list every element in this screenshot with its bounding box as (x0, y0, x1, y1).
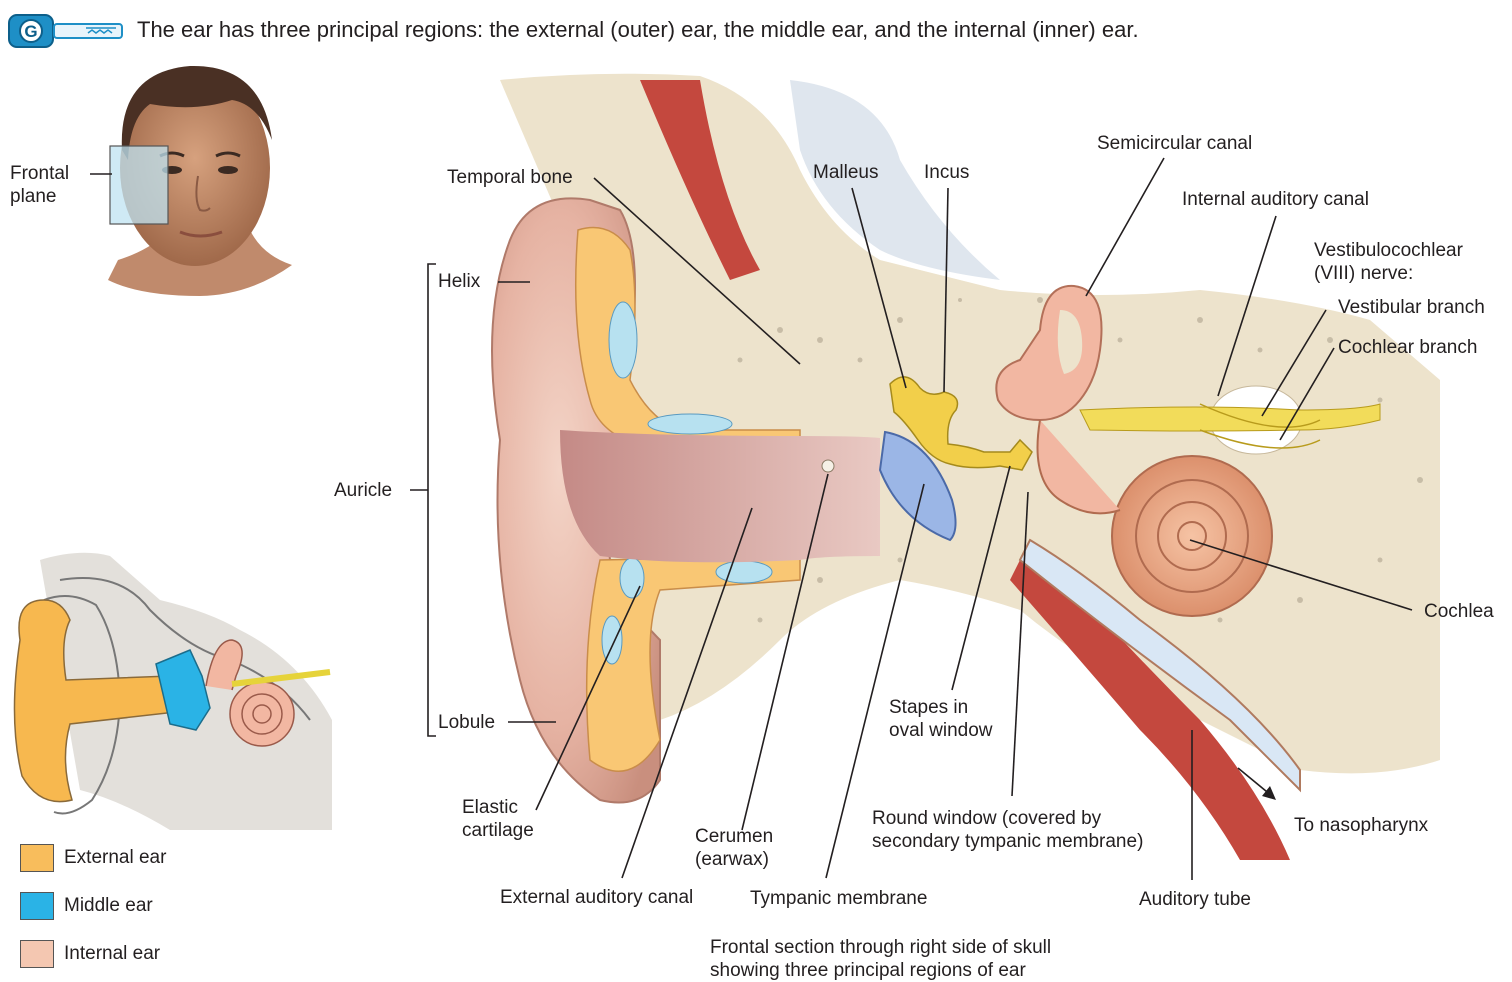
label-malleus: Malleus (813, 161, 878, 184)
legend-label: External ear (64, 847, 166, 869)
legend-label: Middle ear (64, 895, 153, 917)
legend-swatch-middle (20, 892, 54, 920)
label-internal-auditory-canal: Internal auditory canal (1182, 188, 1369, 211)
legend-label: Internal ear (64, 943, 160, 965)
key-concept-icon: G (8, 14, 126, 48)
legend-item-middle-ear: Middle ear (20, 892, 153, 920)
label-cerumen: Cerumen(earwax) (695, 825, 773, 871)
label-to-nasopharynx: To nasopharynx (1294, 814, 1428, 837)
label-auricle: Auricle (334, 479, 392, 502)
figure-caption: Frontal section through right side of sk… (710, 936, 1051, 982)
label-cochlear-branch: Cochlear branch (1338, 336, 1477, 359)
label-auditory-tube: Auditory tube (1139, 888, 1251, 911)
legend-item-internal-ear: Internal ear (20, 940, 160, 968)
legend-item-external-ear: External ear (20, 844, 166, 872)
legend-swatch-external (20, 844, 54, 872)
label-helix: Helix (438, 270, 480, 293)
legend-swatch-internal (20, 940, 54, 968)
label-semicircular-canal: Semicircular canal (1097, 132, 1252, 155)
label-vestibular-branch: Vestibular branch (1338, 296, 1485, 319)
svg-text:G: G (24, 22, 37, 41)
label-external-auditory-canal: External auditory canal (500, 886, 693, 909)
label-tympanic-membrane: Tympanic membrane (750, 887, 927, 910)
label-lobule: Lobule (438, 711, 495, 734)
label-cochlea: Cochlea (1424, 600, 1494, 623)
label-vestibulocochlear-nerve: Vestibulocochlear(VIII) nerve: (1314, 239, 1463, 285)
label-incus: Incus (924, 161, 969, 184)
label-temporal-bone: Temporal bone (447, 166, 573, 189)
header-text: The ear has three principal regions: the… (137, 17, 1139, 43)
